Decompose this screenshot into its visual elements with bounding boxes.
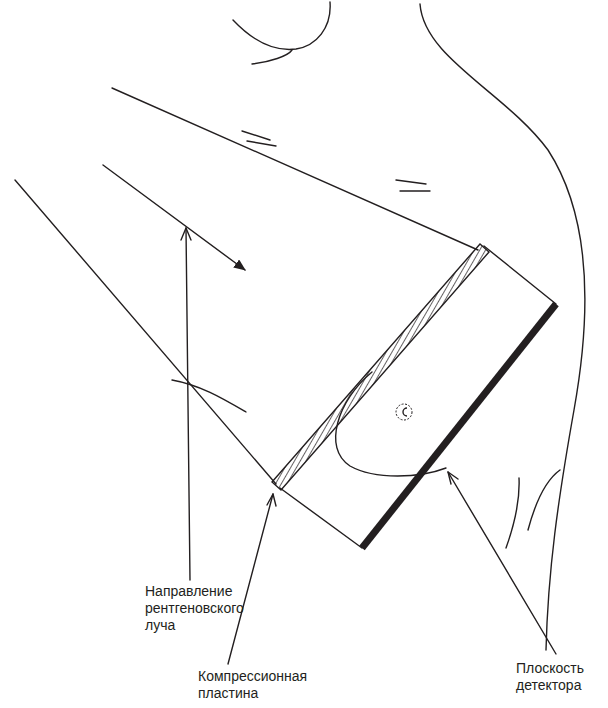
collarbone-stroke (396, 180, 426, 184)
plate-label: Компрессионная пластина (198, 668, 320, 702)
breast-outline (172, 380, 246, 412)
chin-outline (233, 2, 330, 49)
detector-label: Плоскость детектора (516, 660, 604, 694)
collarbone-stroke (242, 131, 270, 140)
leader-arrowhead (448, 472, 458, 484)
leader-line (448, 472, 556, 654)
collarbone-stroke (247, 141, 276, 146)
compression-plate (272, 244, 489, 490)
nipple (403, 408, 407, 416)
leader-arrowhead (181, 228, 191, 240)
leader-line (228, 494, 273, 664)
beam-boundary (112, 88, 478, 250)
leader-arrowhead (267, 494, 276, 506)
compression-box-edge (280, 488, 362, 548)
beam-boundary (15, 180, 276, 484)
beam-arrow (103, 165, 245, 270)
leader-line (186, 228, 190, 580)
nipple-marker (396, 404, 412, 420)
collarbone-stroke (400, 190, 430, 191)
arm-outline (506, 478, 519, 548)
arm-outline (528, 470, 560, 530)
chin-outline (252, 50, 292, 64)
beam-direction-label: Направление рентгеновского луча (145, 583, 263, 634)
body-outline (420, 4, 585, 650)
compression-box-edge (484, 246, 556, 304)
detector-plane (362, 304, 556, 548)
